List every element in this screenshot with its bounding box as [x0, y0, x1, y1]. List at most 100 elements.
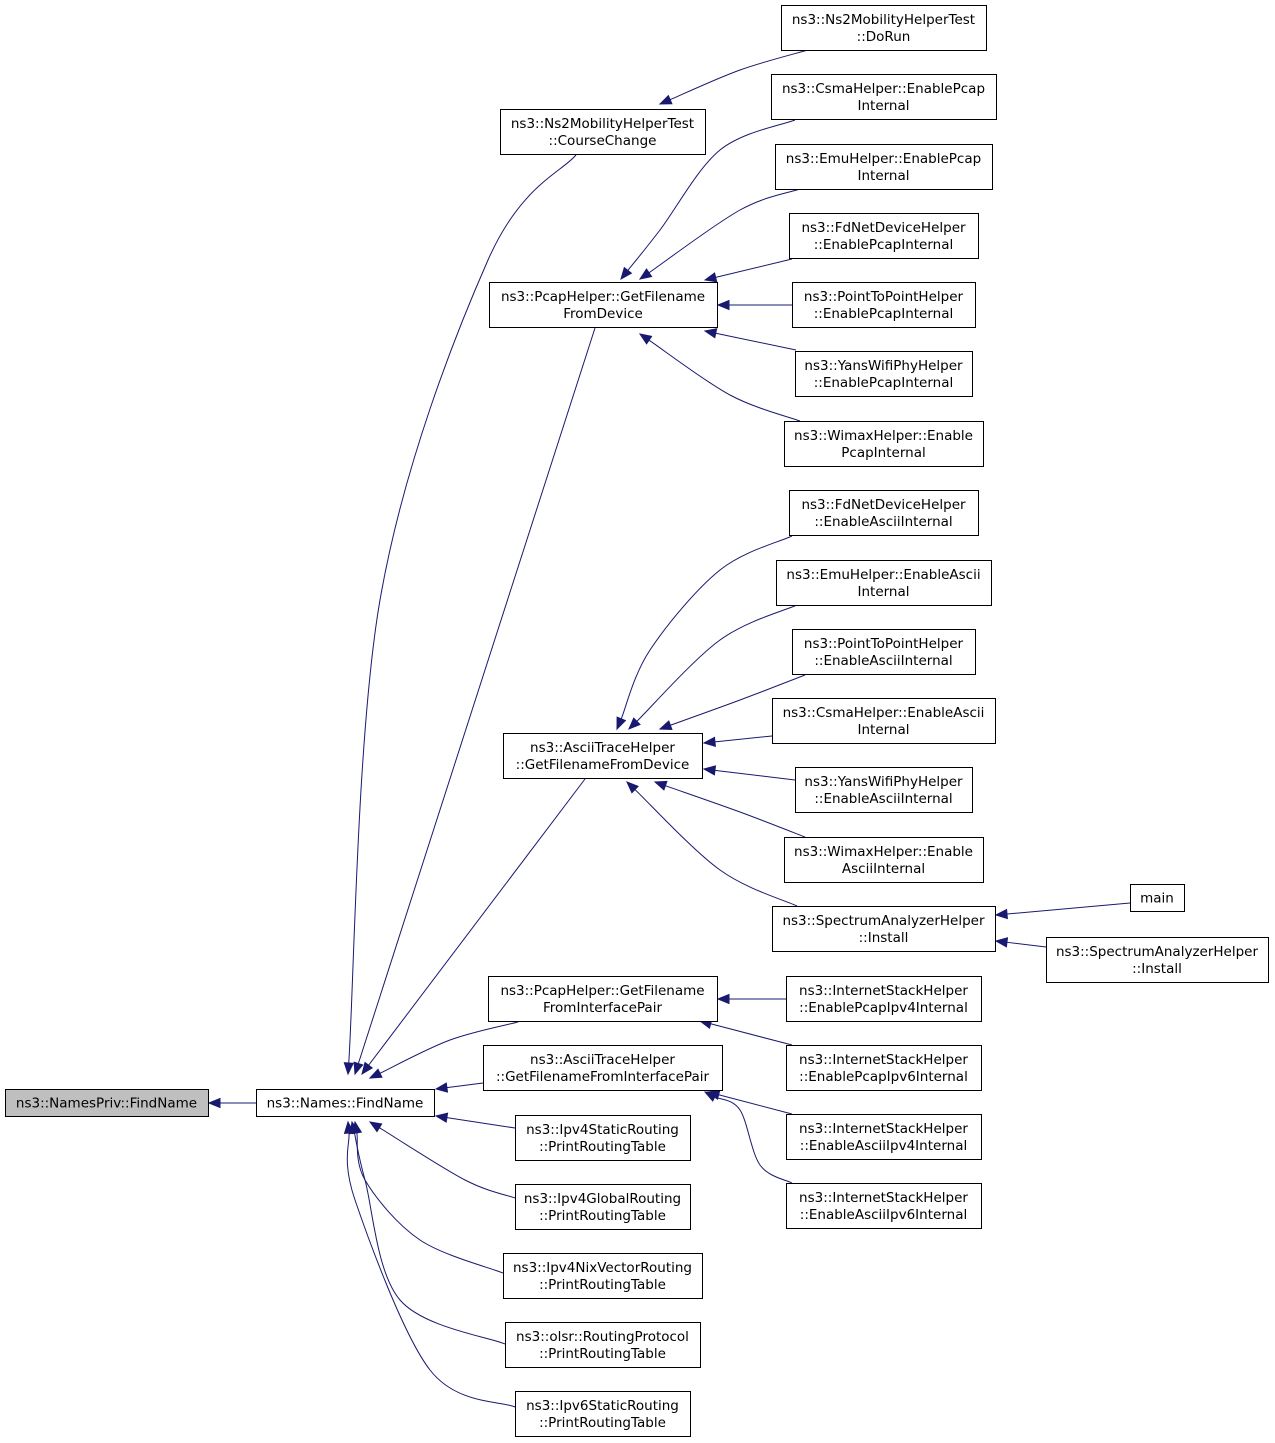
graph-node-n16[interactable]: ns3::PointToPointHelper::EnablePcapInter… [792, 282, 976, 328]
graph-node-n9[interactable]: ns3::Ipv4NixVectorRouting::PrintRoutingT… [503, 1253, 703, 1299]
graph-node-n24[interactable]: ns3::WimaxHelper::EnableAsciiInternal [784, 837, 984, 883]
edge-n9-to-n1 [351, 1120, 504, 1274]
edge-arrowhead [994, 908, 1008, 920]
graph-node-n3[interactable]: ns3::PcapHelper::GetFilenameFromDevice [489, 282, 718, 328]
node-label-line: Internal [857, 722, 909, 738]
edge-arrowhead [207, 1097, 221, 1109]
graph-node-n11[interactable]: ns3::Ipv6StaticRouting::PrintRoutingTabl… [515, 1391, 691, 1437]
node-box [483, 1045, 723, 1091]
node-box [488, 976, 718, 1022]
edge-arrowhead [368, 1121, 383, 1133]
node-label-line: ns3::WimaxHelper::Enable [794, 844, 973, 860]
edge-line [368, 778, 586, 1066]
node-label-line: ns3::Ns2MobilityHelperTest [511, 116, 694, 132]
edge-arrowhead [653, 780, 668, 791]
graph-node-n1[interactable]: ns3::Names::FindName [256, 1089, 435, 1117]
edge-line [346, 1132, 516, 1408]
edge-n14-to-n3 [638, 188, 801, 280]
graph-node-n29[interactable]: ns3::InternetStackHelper::EnableAsciiIpv… [786, 1183, 982, 1229]
edge-n29-to-n6 [703, 1091, 793, 1184]
node-label-line: ::PrintRoutingTable [539, 1415, 666, 1431]
edge-n6-to-n1 [434, 1082, 484, 1093]
graph-node-n19[interactable]: ns3::FdNetDeviceHelper::EnableAsciiInter… [789, 490, 979, 536]
graph-node-n27[interactable]: ns3::InternetStackHelper::EnablePcapIpv6… [786, 1045, 982, 1091]
node-label-line: FromDevice [563, 306, 643, 322]
node-box [776, 560, 992, 606]
graph-node-n28[interactable]: ns3::InternetStackHelper::EnableAsciiIpv… [786, 1114, 982, 1160]
node-box [789, 490, 979, 536]
node-box [784, 837, 984, 883]
node-box [786, 1183, 982, 1229]
edge-line [357, 327, 596, 1064]
graph-node-n17[interactable]: ns3::YansWifiPhyHelper::EnablePcapIntern… [795, 351, 973, 397]
node-label-line: ns3::NamesPriv::FindName [16, 1096, 197, 1112]
node-label-line: FromInterfacePair [543, 1000, 662, 1016]
graph-node-n2[interactable]: ns3::Ns2MobilityHelperTest::CourseChange [500, 109, 706, 155]
node-box [503, 733, 703, 779]
graph-node-n13[interactable]: ns3::CsmaHelper::EnablePcapInternal [771, 74, 997, 120]
edge-n10-to-n1 [349, 1120, 506, 1345]
node-label-line: ::PrintRoutingTable [539, 1208, 666, 1224]
graph-node-n18[interactable]: ns3::WimaxHelper::EnablePcapInternal [784, 421, 984, 467]
edge-line [648, 188, 801, 274]
edge-arrowhead [353, 1061, 364, 1076]
edge-n18-to-n3 [638, 333, 801, 422]
node-box [1130, 884, 1185, 912]
edge-n21-to-n4 [658, 674, 806, 731]
graph-node-n8[interactable]: ns3::Ipv4GlobalRouting::PrintRoutingTabl… [515, 1184, 691, 1230]
edge-line [715, 258, 793, 278]
node-label-line: ::DoRun [857, 29, 911, 45]
graph-node-n31[interactable]: ns3::SpectrumAnalyzerHelper::Install [1046, 937, 1269, 983]
node-label-line: ns3::PcapHelper::GetFilename [500, 983, 704, 999]
graph-node-n14[interactable]: ns3::EmuHelper::EnablePcapInternal [775, 144, 993, 190]
node-label-line: ns3::YansWifiPhyHelper [804, 774, 963, 790]
node-label-line: Internal [857, 168, 909, 184]
graph-node-n4[interactable]: ns3::AsciiTraceHelper::GetFilenameFromDe… [503, 733, 703, 779]
edge-n23-to-n4 [702, 765, 796, 781]
graph-node-n7[interactable]: ns3::Ipv4StaticRouting::PrintRoutingTabl… [515, 1115, 691, 1161]
edge-n2-to-n1 [343, 154, 577, 1076]
node-label-line: ::EnableAsciiInternal [814, 653, 952, 669]
edge-arrowhead [626, 781, 639, 794]
graph-node-n20[interactable]: ns3::EmuHelper::EnableAsciiInternal [776, 560, 992, 606]
node-box [781, 5, 987, 51]
graph-node-n15[interactable]: ns3::FdNetDeviceHelper::EnablePcapIntern… [789, 213, 979, 259]
graph-node-n21[interactable]: ns3::PointToPointHelper::EnableAsciiInte… [792, 629, 976, 675]
edge-arrowhead [716, 993, 730, 1005]
graph-node-n25[interactable]: ns3::SpectrumAnalyzerHelper::Install [772, 906, 996, 952]
node-box [789, 213, 979, 259]
node-label-line: ns3::Ns2MobilityHelperTest [792, 12, 975, 28]
graph-node-n5[interactable]: ns3::PcapHelper::GetFilenameFromInterfac… [488, 976, 718, 1022]
edge-line [636, 604, 798, 722]
edge-n3-to-n1 [353, 327, 596, 1076]
graph-node-n12[interactable]: ns3::Ns2MobilityHelperTest::DoRun [781, 5, 987, 51]
edge-n28-to-n6 [706, 1089, 793, 1115]
graph-node-n22[interactable]: ns3::CsmaHelper::EnableAsciiInternal [772, 698, 996, 744]
node-label-line: ns3::Ipv4StaticRouting [526, 1122, 679, 1138]
node-label-line: ns3::FdNetDeviceHelper [801, 220, 966, 236]
node-label-line: ns3::CsmaHelper::EnableAscii [783, 705, 985, 721]
edge-n24-to-n4 [653, 780, 806, 838]
node-label-line: ::EnableAsciiIpv6Internal [800, 1207, 967, 1223]
graph-node-n23[interactable]: ns3::YansWifiPhyHelper::EnableAsciiInter… [795, 767, 973, 813]
edge-arrowhead [343, 1062, 354, 1076]
node-box [786, 1045, 982, 1091]
graph-node-n10[interactable]: ns3::olsr::RoutingProtocol::PrintRouting… [505, 1322, 701, 1368]
edge-arrowhead [702, 736, 716, 747]
node-label-line: ns3::PointToPointHelper [804, 636, 964, 652]
node-label-line: ::EnableAsciiInternal [814, 791, 952, 807]
node-box [784, 421, 984, 467]
graph-node-n26[interactable]: ns3::InternetStackHelper::EnablePcapIpv4… [786, 976, 982, 1022]
node-label-line: ns3::CsmaHelper::EnablePcap [782, 81, 985, 97]
edge-n11-to-n1 [343, 1120, 516, 1408]
edge-n8-to-n1 [368, 1121, 516, 1199]
graph-node-n6[interactable]: ns3::AsciiTraceHelper::GetFilenameFromIn… [483, 1045, 723, 1091]
graph-node-n30[interactable]: main [1130, 884, 1185, 912]
edge-arrowhead [702, 765, 717, 776]
node-label-line: ::Install [1132, 961, 1182, 977]
node-box [256, 1089, 435, 1117]
edge-arrowhead [994, 937, 1009, 948]
edge-arrowhead [368, 1068, 383, 1079]
